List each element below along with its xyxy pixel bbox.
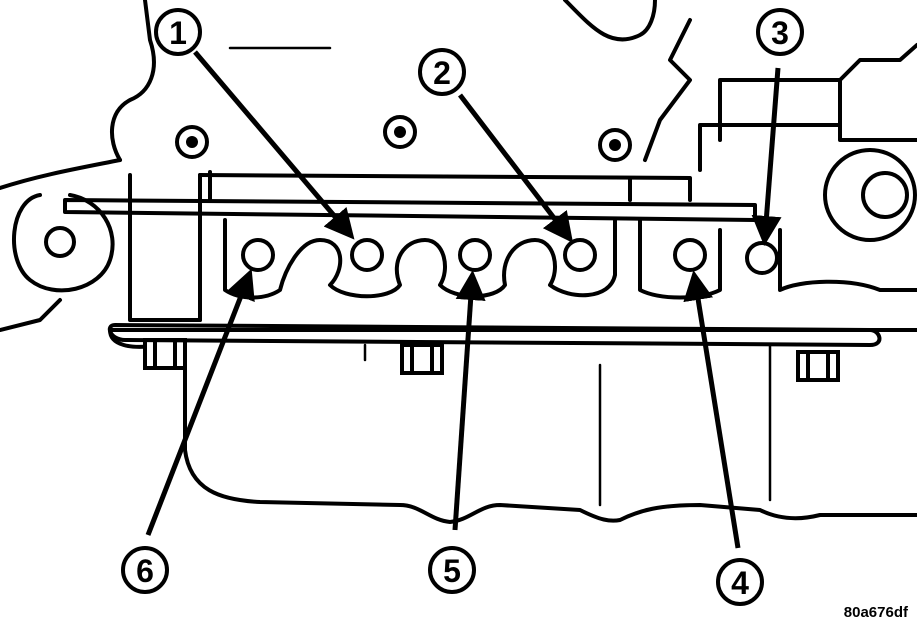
figure-code: 80a676df bbox=[844, 604, 909, 621]
callout-5: 5 bbox=[428, 546, 476, 594]
left-mount-bracket bbox=[12, 173, 202, 322]
callout-3: 3 bbox=[756, 8, 804, 56]
callout-6: 6 bbox=[121, 546, 169, 594]
leader-arrow-5 bbox=[452, 270, 486, 531]
block-mounting-bolts bbox=[175, 115, 632, 162]
flange-bolt-5 bbox=[458, 238, 492, 272]
oil-pan-flange bbox=[63, 170, 757, 222]
callout-label-5: 5 bbox=[443, 553, 461, 589]
leader-arrows bbox=[145, 50, 782, 549]
callout-label-1: 1 bbox=[169, 15, 187, 51]
callout-4: 4 bbox=[716, 558, 764, 606]
leader-arrow-3 bbox=[751, 67, 782, 246]
callout-1: 1 bbox=[154, 8, 202, 56]
leader-arrow-2 bbox=[458, 93, 574, 243]
leader-arrow-6 bbox=[145, 268, 255, 536]
engine-block-outline bbox=[0, 0, 917, 332]
flange-bolt-6 bbox=[241, 238, 275, 272]
flange-bolt-2 bbox=[563, 238, 597, 272]
leader-arrow-1 bbox=[193, 50, 355, 240]
pan-hex-bolts bbox=[107, 323, 882, 382]
callout-label-2: 2 bbox=[433, 55, 451, 91]
callout-label-3: 3 bbox=[771, 15, 789, 51]
leader-arrow-4 bbox=[683, 270, 741, 549]
callout-2: 2 bbox=[418, 48, 466, 96]
flange-scallops bbox=[223, 218, 917, 300]
oil-pan-body bbox=[108, 328, 917, 524]
callout-label-4: 4 bbox=[731, 565, 749, 601]
flange-bolt-3 bbox=[745, 241, 779, 275]
flange-bolt-4 bbox=[673, 238, 707, 272]
flange-bolt-1 bbox=[350, 238, 384, 272]
callout-label-6: 6 bbox=[136, 553, 154, 589]
